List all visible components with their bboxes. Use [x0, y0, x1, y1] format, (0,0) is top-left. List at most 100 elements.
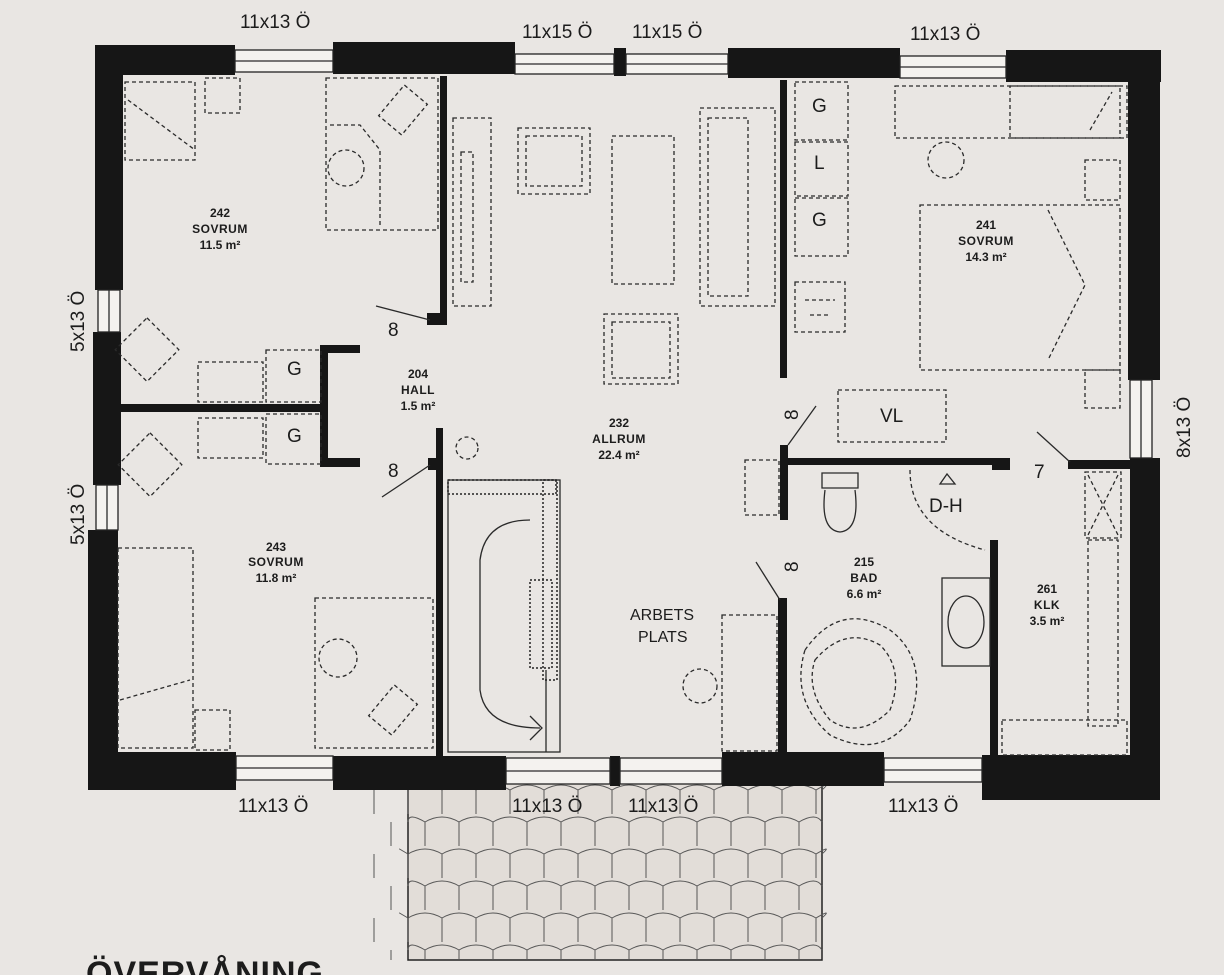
- terrace-tile: [492, 880, 528, 910]
- terrace-tile: [509, 912, 545, 942]
- room-232-name: ALLRUM: [592, 432, 646, 446]
- terrace-tile: [492, 816, 528, 846]
- terrace-tile: [390, 944, 426, 960]
- room-215-number: 215: [854, 555, 874, 569]
- dim-top-left: 11x13 Ö: [240, 12, 310, 33]
- terrace-tile: [407, 848, 443, 878]
- terrace-tile: [390, 816, 426, 846]
- terrace-tile: [730, 816, 766, 846]
- terrace-tile: [560, 944, 596, 960]
- dim-top-mid-1: 11x15 Ö: [522, 22, 592, 43]
- door-label-1: 8: [388, 320, 399, 341]
- terrace-tile: [645, 784, 681, 814]
- room-243-name: SOVRUM: [248, 555, 304, 569]
- label-plats: PLATS: [638, 629, 688, 646]
- terrace-tile: [747, 912, 783, 942]
- dim-top-right: 11x13 Ö: [910, 24, 980, 45]
- door-label-4: 8: [782, 561, 803, 572]
- terrace-tile: [390, 880, 426, 910]
- terrace-tile: [577, 912, 613, 942]
- misc-labels: G G G L G VL D-H ARBETS PLATS 8 8 8 8 7: [287, 96, 1045, 646]
- interior-walls: [117, 76, 1130, 760]
- terrace-tile: [781, 912, 817, 942]
- dim-left-lower: 5x13 Ö: [68, 484, 89, 545]
- terrace-tile: [764, 944, 800, 960]
- terrace-tile: [815, 912, 827, 942]
- label-arbets: ARBETS: [630, 607, 694, 624]
- terrace-tile: [458, 880, 494, 910]
- plan-title: ÖVERVÅNING: [86, 955, 324, 975]
- label-dh: D-H: [929, 496, 963, 517]
- terrace-tile: [441, 912, 477, 942]
- door-label-2: 8: [388, 461, 399, 482]
- terrace-tile: [611, 848, 647, 878]
- terrace-tile: [509, 848, 545, 878]
- terrace-tile: [526, 816, 562, 846]
- label-g2: G: [287, 426, 302, 447]
- terrace-tile: [815, 848, 827, 878]
- terrace-tile: [628, 944, 664, 960]
- terrace-tile: [713, 912, 749, 942]
- dim-right: 8x13 Ö: [1174, 397, 1195, 458]
- terrace-tile: [458, 816, 494, 846]
- dim-bottom-mid-2: 11x13 Ö: [628, 796, 698, 817]
- room-242-name: SOVRUM: [192, 222, 248, 236]
- terrace-tile: [424, 880, 460, 910]
- terrace-tile: [730, 880, 766, 910]
- room-243-area: 11.8 m²: [256, 571, 297, 585]
- terrace-tile: [407, 912, 443, 942]
- terrace-tile: [543, 848, 579, 878]
- terrace-tile: [679, 784, 715, 814]
- room-261-number: 261: [1037, 582, 1057, 596]
- terrace-tile: [543, 912, 579, 942]
- terrace-tile: [696, 944, 732, 960]
- terrace-tile: [764, 816, 800, 846]
- label-g1: G: [287, 359, 302, 380]
- terrace-tile: [560, 880, 596, 910]
- room-232-area: 22.4 m²: [598, 448, 639, 462]
- exterior-walls: [88, 42, 1161, 800]
- terrace: [373, 781, 827, 961]
- room-215-area: 6.6 m²: [847, 587, 882, 601]
- terrace-tile: [696, 880, 732, 910]
- terrace-tile: [747, 848, 783, 878]
- terrace-tile: [526, 880, 562, 910]
- terrace-tile: [560, 816, 596, 846]
- terrace-tile: [594, 944, 630, 960]
- terrace-tile: [679, 848, 715, 878]
- room-241-area: 14.3 m²: [965, 250, 1006, 264]
- terrace-tile: [543, 784, 579, 814]
- terrace-tile: [628, 880, 664, 910]
- terrace-tile: [628, 816, 664, 846]
- terrace-tile: [798, 944, 823, 960]
- terrace-tile: [611, 912, 647, 942]
- terrace-tile: [645, 912, 681, 942]
- terrace-tile: [475, 912, 511, 942]
- terrace-tile: [798, 880, 823, 910]
- terrace-tile: [594, 816, 630, 846]
- terrace-tile: [645, 848, 681, 878]
- terrace-tile: [509, 784, 545, 814]
- windows: [95, 49, 1153, 785]
- terrace-tile: [441, 848, 477, 878]
- terrace-tile: [373, 848, 409, 878]
- room-204-name: HALL: [401, 383, 435, 397]
- label-g3: G: [812, 96, 827, 117]
- room-215-name: BAD: [850, 571, 878, 585]
- terrace-tile: [611, 784, 647, 814]
- label-l1: L: [814, 153, 825, 174]
- room-232-number: 232: [609, 416, 629, 430]
- dim-top-mid-2: 11x15 Ö: [632, 22, 702, 43]
- room-261-area: 3.5 m²: [1030, 614, 1065, 628]
- dim-bottom-left: 11x13 Ö: [238, 796, 308, 817]
- terrace-tile: [594, 880, 630, 910]
- room-242-area: 11.5 m²: [200, 238, 241, 252]
- dim-bottom-mid-1: 11x13 Ö: [512, 796, 582, 817]
- terrace-tile: [577, 848, 613, 878]
- terrace-tile: [764, 880, 800, 910]
- terrace-tile: [662, 880, 698, 910]
- terrace-tile: [373, 912, 409, 942]
- terrace-tile: [475, 848, 511, 878]
- room-241-number: 241: [976, 218, 996, 232]
